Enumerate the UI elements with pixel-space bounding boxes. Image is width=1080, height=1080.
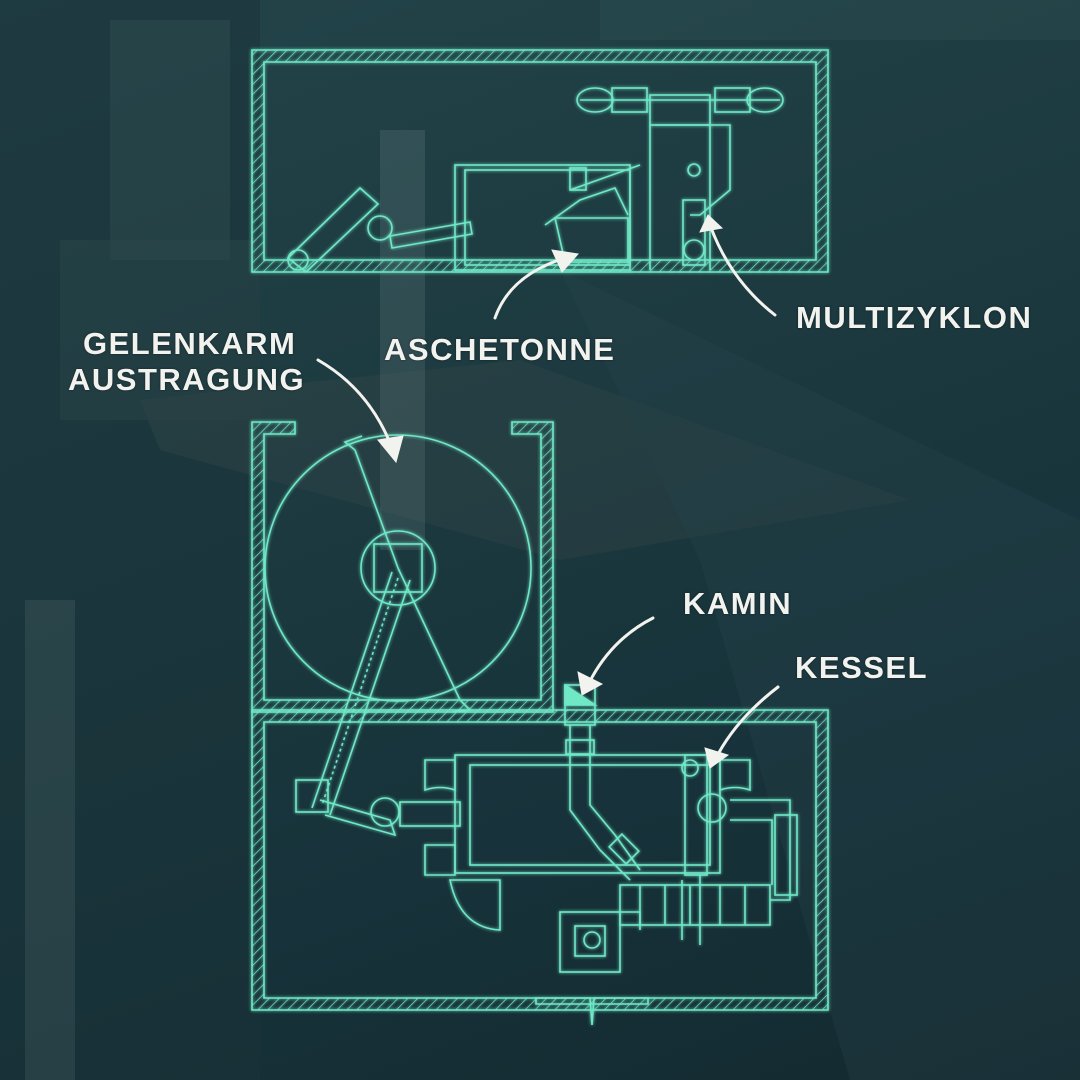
arrow-gelenkarm [316, 358, 394, 450]
label-gelenkarm: GELENKARM [83, 326, 297, 361]
arrow-kamin [586, 616, 655, 687]
multicyclone [576, 87, 784, 270]
burner-unit [559, 911, 641, 973]
boiler [424, 754, 751, 931]
annotation-arrows [316, 214, 780, 769]
arrow-aschetonne [493, 256, 567, 320]
label-kessel: KESSEL [795, 650, 929, 685]
label-aschetonne: ASCHETONNE [384, 332, 616, 367]
screw-conveyor [295, 571, 461, 837]
ash-container [454, 164, 641, 271]
top-room-walls [251, 49, 829, 273]
boiler-room-walls [251, 709, 829, 1026]
label-austragung: AUSTRAGUNG [68, 362, 306, 397]
arrow-multizyklon [708, 223, 777, 317]
ash-conveyor-top [286, 186, 473, 274]
label-multizyklon: MULTIZYKLON [796, 300, 1033, 335]
flue-gas-duct [619, 793, 798, 945]
label-kamin: KAMIN [683, 586, 793, 621]
